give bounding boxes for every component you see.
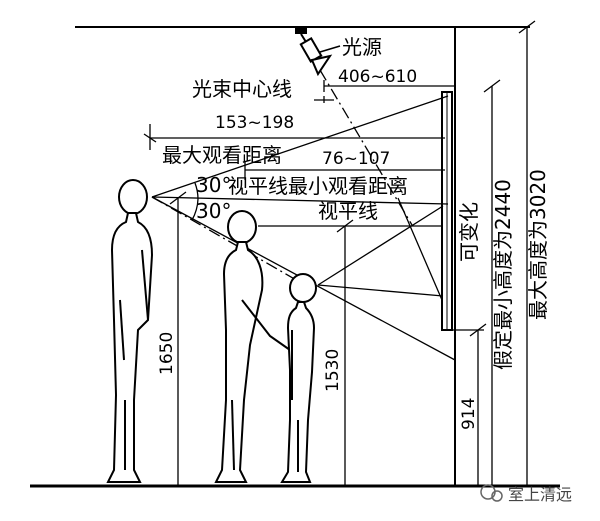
- watermark-text: 室上清远: [508, 485, 572, 504]
- angle-top-label: 30°: [196, 173, 231, 197]
- light-fixture: [295, 27, 333, 77]
- dim-153-198-slash: [143, 133, 157, 143]
- variable-label: 可变化: [457, 202, 481, 262]
- dim-3020-slash: [518, 20, 536, 34]
- angle-bottom-label: 30°: [196, 199, 231, 223]
- height-914-label: 914: [459, 398, 479, 430]
- height-1650-label: 1650: [157, 332, 177, 375]
- light-source-leader: [319, 45, 341, 53]
- child-sightlines: [317, 205, 444, 297]
- adult-medium-figure: [214, 210, 291, 483]
- dim-1530-slash: [336, 219, 354, 233]
- beam-center-line: [319, 69, 413, 226]
- adult-tall-figure: [106, 179, 154, 483]
- range-153-198-label: 153~198: [215, 113, 294, 133]
- dim-2440-slash: [483, 79, 501, 93]
- max-viewing-distance-label: 最大观看距离: [162, 143, 282, 167]
- dim-1650-slash: [169, 191, 187, 205]
- light-source-label: 光源: [342, 35, 382, 59]
- angle-arc-top: [194, 182, 199, 200]
- sightline-min-arrow: [397, 197, 443, 301]
- child-figure: [280, 273, 317, 483]
- height-1530-label: 1530: [323, 349, 343, 392]
- sightline-min-distance-label: 视平线最小观看距离: [228, 174, 408, 198]
- range-406-610-label: 406~610: [338, 67, 417, 87]
- range-76-107-label: 76~107: [322, 149, 390, 169]
- watermark: 室上清远: [480, 484, 572, 504]
- max-height-label: 最大高度为3020: [526, 169, 550, 320]
- dim-914-slash: [469, 323, 487, 337]
- min-height-label: 假定最小高度为2440: [491, 179, 515, 370]
- beam-center-line-label: 光束中心线: [192, 77, 292, 101]
- sightline-label: 视平线: [318, 199, 378, 223]
